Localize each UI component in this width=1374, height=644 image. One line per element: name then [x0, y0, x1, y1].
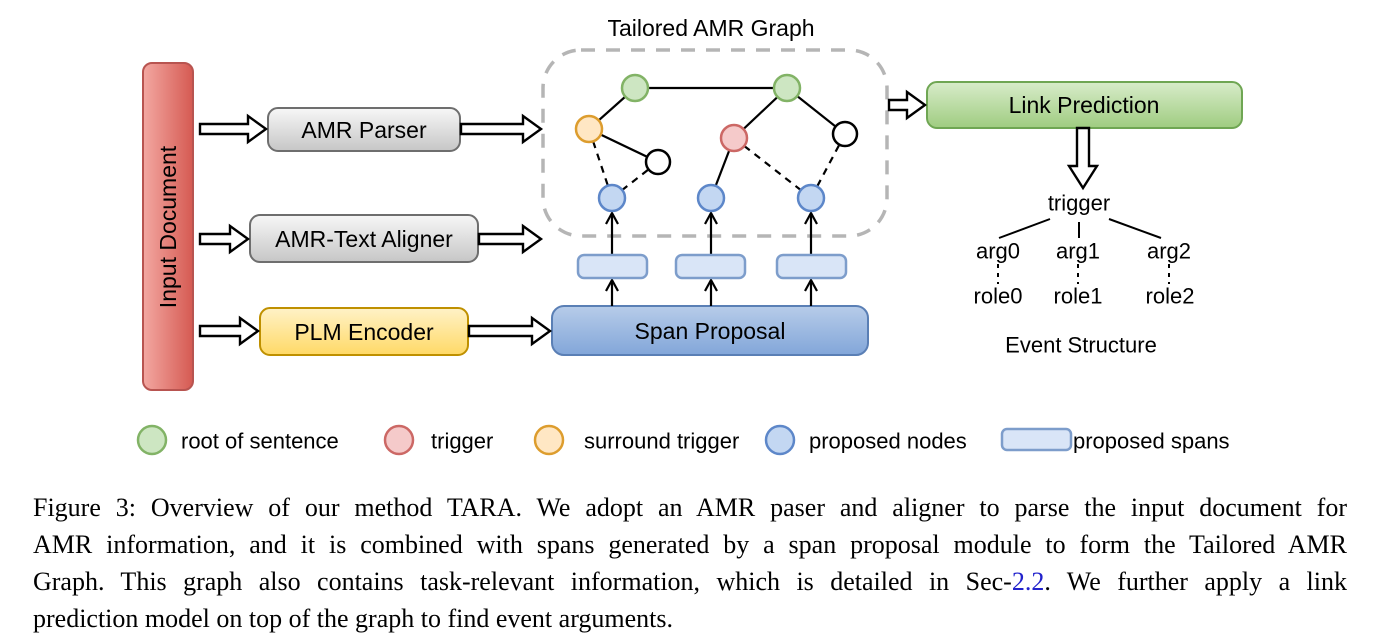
arrow-link-prediction-down-icon	[1066, 126, 1100, 191]
role1-label: role1	[1054, 284, 1103, 309]
arrow-input-to-parser-icon	[198, 113, 269, 145]
arrow-plm-to-span-proposal-icon	[467, 315, 553, 347]
tara-diagram: Tailored AMR Graph Input Document AMR Pa…	[136, 15, 1243, 456]
plm-encoder-label: PLM Encoder	[294, 319, 434, 345]
tree-edge	[998, 218, 1051, 239]
figure-caption: Figure 3: Overview of our method TARA. W…	[33, 489, 1347, 637]
role2-label: role2	[1146, 284, 1195, 309]
tailored-amr-graph-title: Tailored AMR Graph	[607, 15, 814, 41]
proposed-node	[597, 183, 627, 213]
caption-line-3-tail: . We further apply a link	[1044, 567, 1347, 596]
legend: root of sentence trigger surround trigge…	[136, 424, 1230, 456]
caption-line-3-text: Graph. This graph also contains task-rel…	[33, 567, 1012, 596]
root-node	[772, 73, 802, 103]
arg2-label: arg2	[1147, 239, 1191, 264]
arrow-graph-to-link-prediction-icon	[887, 89, 928, 121]
proposed-node	[696, 183, 726, 213]
amr-text-aligner-label: AMR-Text Aligner	[275, 226, 453, 252]
span-proposal-label: Span Proposal	[635, 318, 786, 344]
proposed-span-rect	[576, 253, 649, 280]
arrow-parser-to-graph-icon	[459, 113, 544, 145]
tailored-amr-graph-container	[541, 48, 889, 238]
legend-root-label: root of sentence	[181, 429, 339, 454]
trigger-node	[719, 123, 749, 153]
legend-trigger-node-icon	[383, 424, 415, 456]
legend-proposed-nodes-label: proposed nodes	[809, 429, 967, 454]
proposed-span-rect	[775, 253, 848, 280]
legend-surround-trigger-label: surround trigger	[584, 429, 739, 454]
arg1-label: arg1	[1056, 239, 1100, 264]
legend-root-node-icon	[136, 424, 168, 456]
link-prediction-label: Link Prediction	[1009, 92, 1160, 118]
caption-line-3: Graph. This graph also contains task-rel…	[33, 563, 1347, 600]
legend-proposed-spans-label: proposed spans	[1073, 429, 1230, 454]
arrow-aligner-to-graph-icon	[477, 223, 544, 255]
section-2-2-link[interactable]: 2.2	[1011, 567, 1045, 596]
graph-edge-dashed	[611, 161, 659, 199]
caption-line-4: prediction model on top of the graph to …	[33, 604, 673, 633]
event-structure-caption: Event Structure	[1005, 333, 1157, 358]
plain-node	[644, 148, 672, 176]
graph-edge-dashed	[733, 137, 812, 199]
legend-proposed-span-icon	[1000, 427, 1073, 452]
proposed-node	[796, 183, 826, 213]
root-node	[620, 73, 650, 103]
arrow-input-to-aligner-icon	[198, 223, 251, 255]
span-to-node-arrows	[605, 210, 818, 306]
event-trigger-label: trigger	[1048, 191, 1110, 216]
legend-surround-trigger-icon	[533, 424, 565, 456]
arrow-input-to-plm-icon	[198, 315, 261, 347]
caption-line-1: Figure 3: Overview of our method TARA. W…	[33, 493, 1347, 522]
arg0-label: arg0	[976, 239, 1020, 264]
amr-parser-label: AMR Parser	[301, 117, 427, 143]
role0-label: role0	[974, 284, 1023, 309]
tree-edge	[1108, 218, 1162, 239]
input-document-label: Input Document	[155, 145, 181, 308]
caption-line-2: AMR information, and it is combined with…	[33, 530, 1347, 559]
surround-trigger-node	[574, 114, 604, 144]
legend-proposed-node-icon	[764, 424, 796, 456]
input-document-box	[142, 62, 194, 391]
legend-trigger-label: trigger	[431, 429, 493, 454]
plain-node	[831, 120, 859, 148]
proposed-span-rect	[674, 253, 747, 280]
